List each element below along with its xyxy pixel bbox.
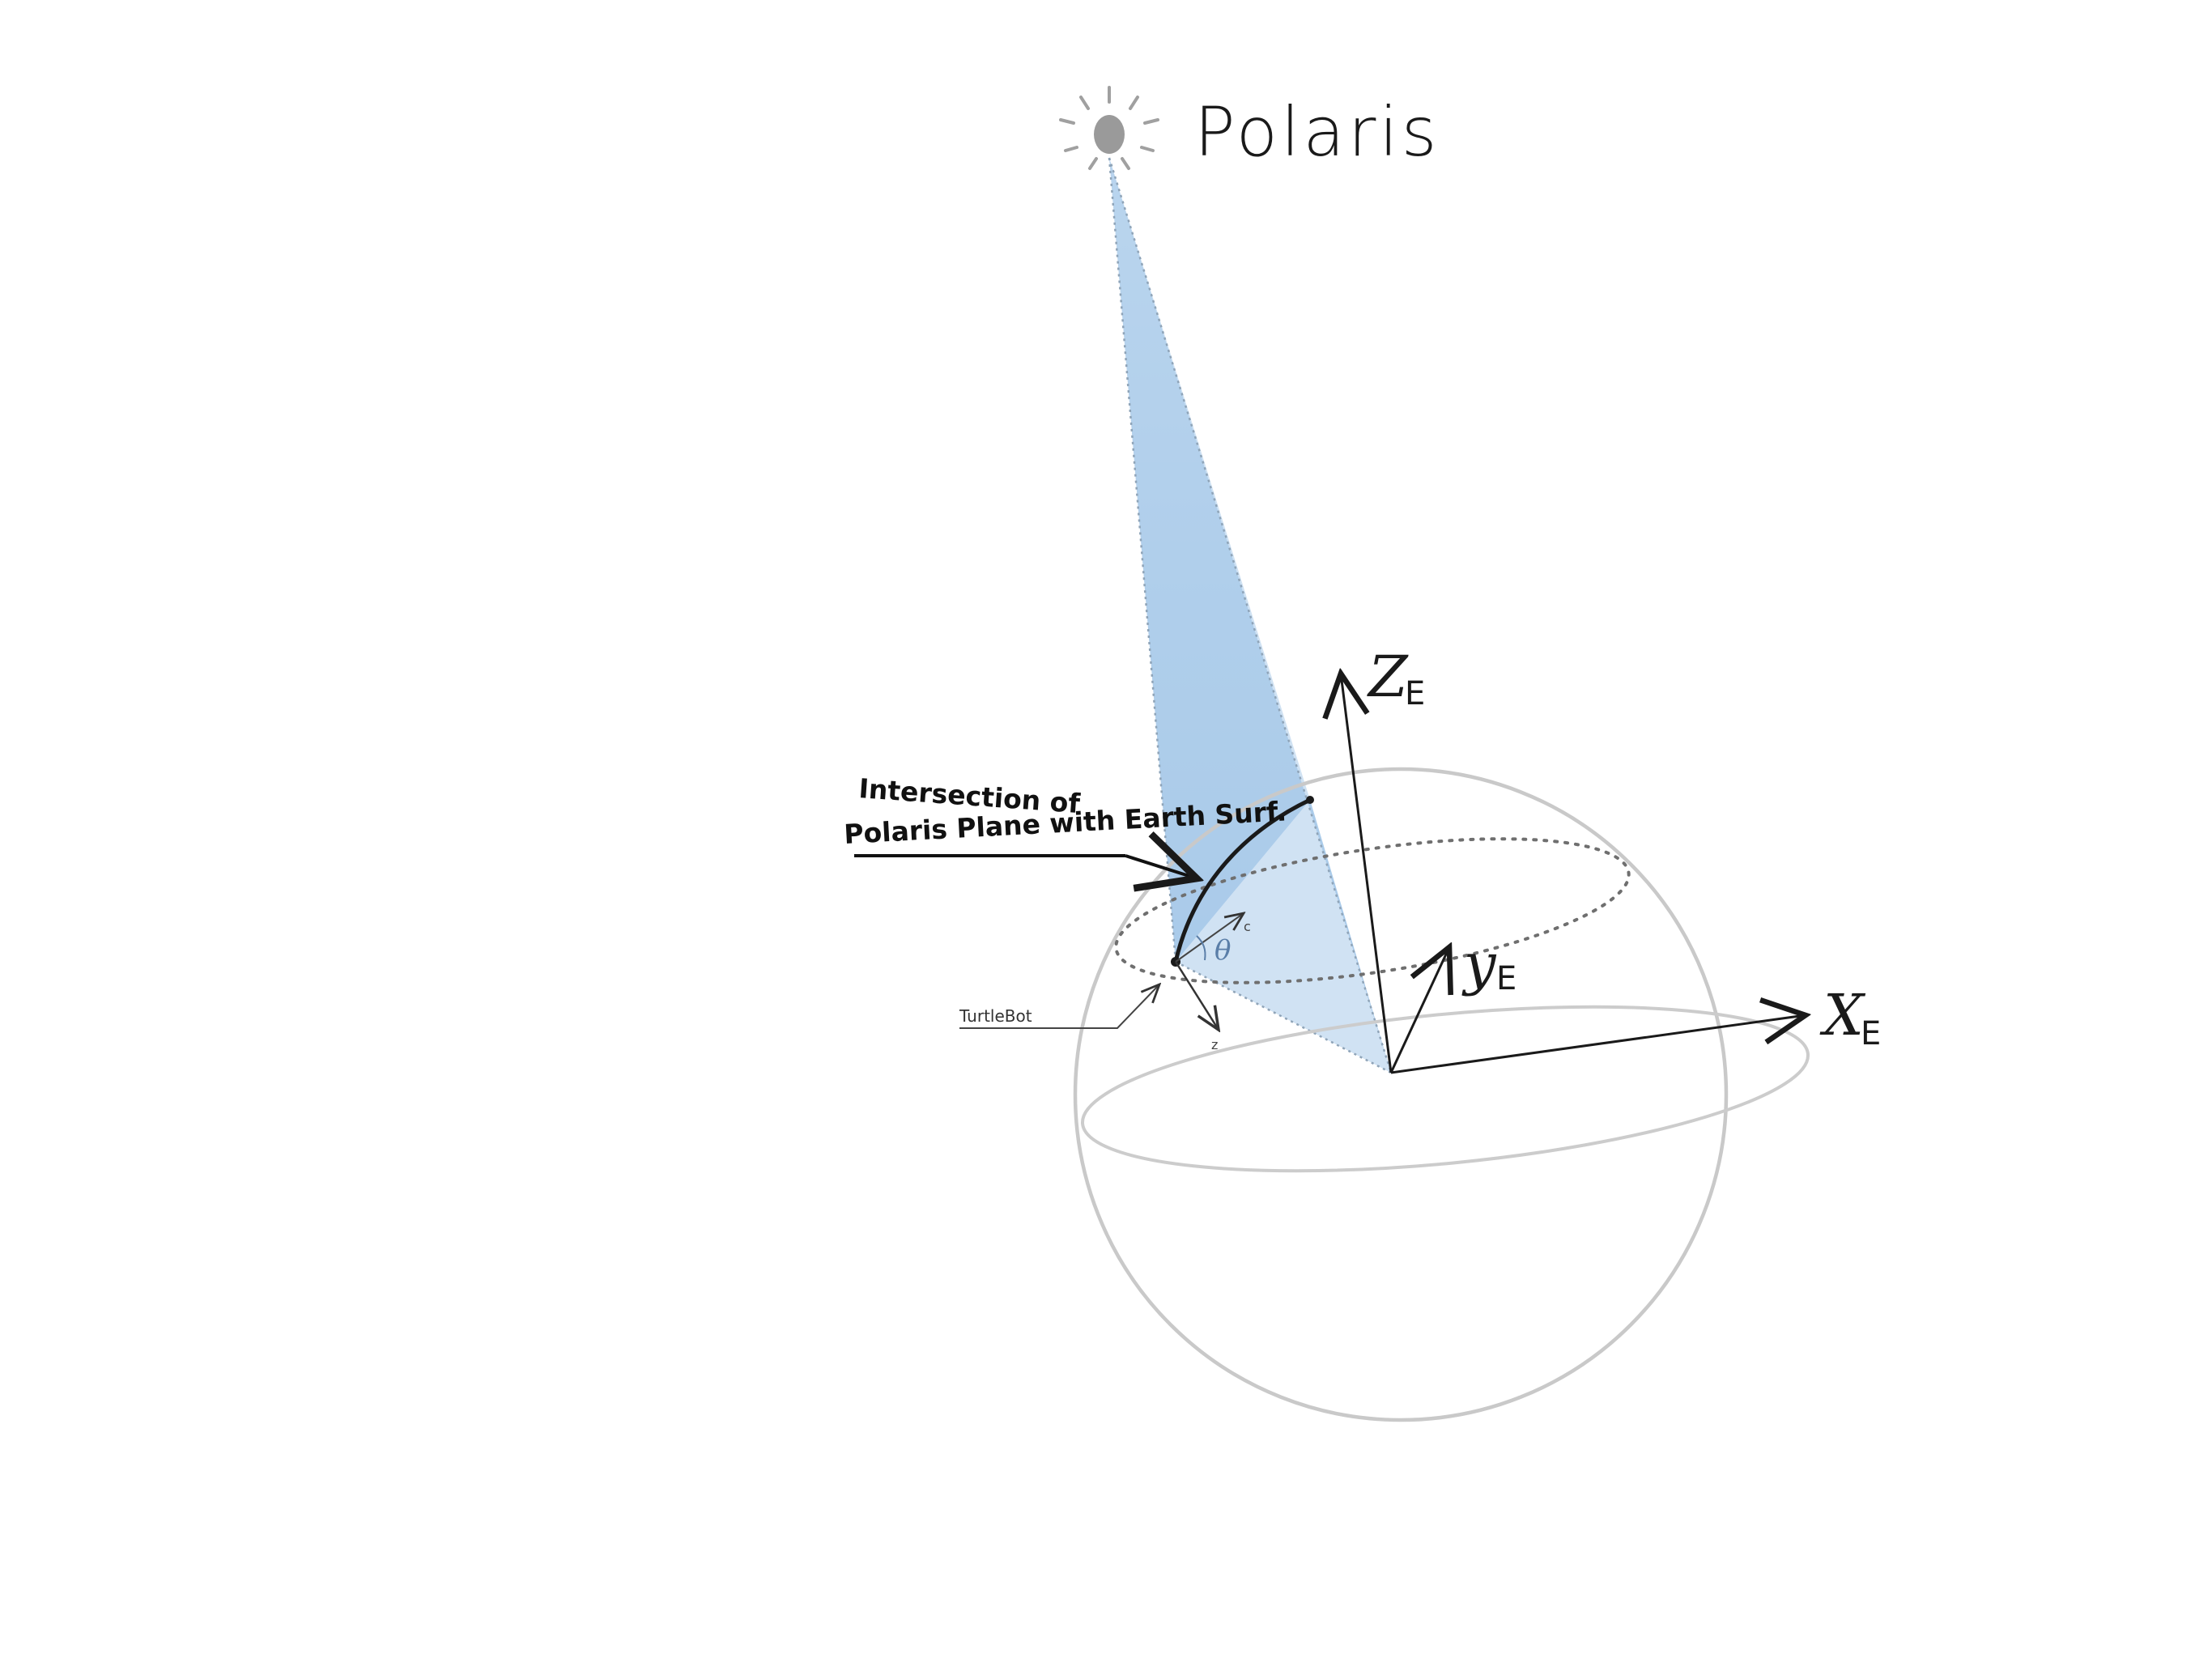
local-tangent-arrow bbox=[1175, 913, 1244, 963]
polaris-star-icon bbox=[1059, 86, 1159, 170]
local-down-arrow bbox=[1174, 961, 1219, 1030]
equator-ellipse bbox=[1080, 1005, 1810, 1173]
theta-label: θ bbox=[1214, 934, 1231, 967]
turtlebot-label: TurtleBot bbox=[959, 1006, 1032, 1026]
plane-edge-left bbox=[1108, 157, 1177, 963]
x-axis-subscript: E bbox=[1861, 1015, 1881, 1052]
turtlebot-pointer bbox=[959, 984, 1159, 1029]
local-axis-bottom-label: z bbox=[1211, 1037, 1218, 1052]
theta-arc bbox=[1196, 935, 1206, 961]
y-axis bbox=[1389, 947, 1449, 1073]
earth-sphere bbox=[1073, 767, 1729, 1422]
polaris-label: Polaris bbox=[1194, 92, 1440, 172]
x-axis-label: X bbox=[1819, 982, 1866, 1048]
plane-edge-bottom bbox=[1175, 960, 1392, 1074]
y-axis-subscript: E bbox=[1496, 960, 1516, 997]
y-axis-label: y bbox=[1461, 931, 1497, 997]
annotation-arrow bbox=[1125, 856, 1197, 878]
z-axis-subscript: E bbox=[1405, 675, 1425, 712]
z-axis bbox=[1341, 674, 1393, 1073]
intersection-arc bbox=[1173, 797, 1312, 964]
arc-end-dot bbox=[1306, 796, 1314, 804]
z-axis-label: Z bbox=[1367, 644, 1409, 710]
latitude-circle bbox=[1114, 837, 1631, 984]
plane-edge-right bbox=[1108, 157, 1393, 1073]
local-axis-top-label: c bbox=[1244, 919, 1251, 934]
x-axis bbox=[1390, 1015, 1806, 1074]
